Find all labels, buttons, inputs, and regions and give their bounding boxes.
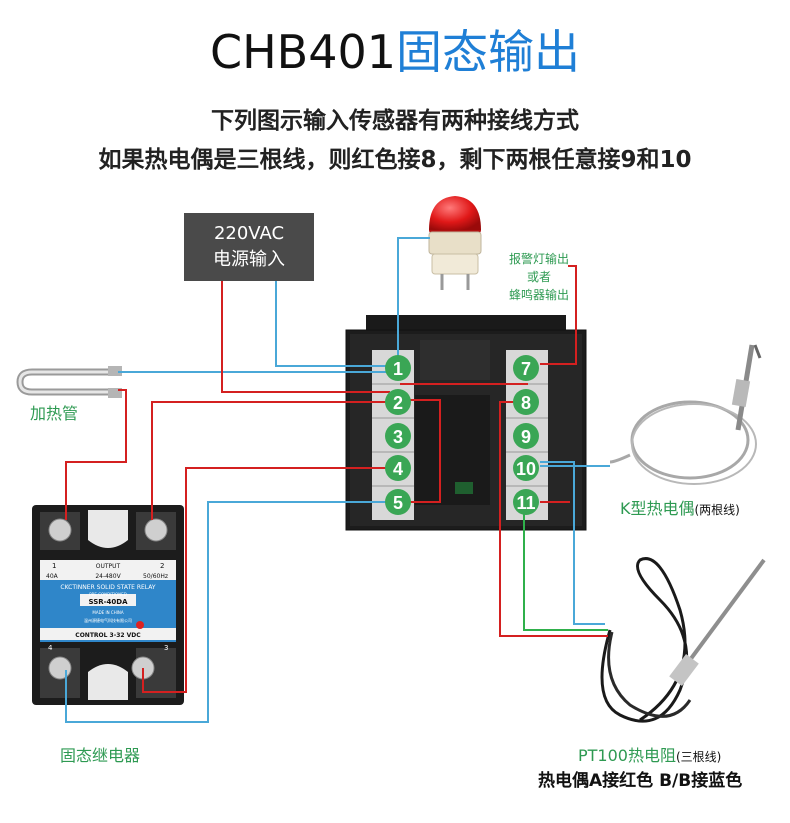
terminal-label-3: 3 — [393, 427, 403, 447]
terminal-label-7: 7 — [521, 359, 531, 379]
terminal-7 — [513, 355, 539, 381]
green-wires — [523, 514, 608, 631]
ssr-made-in: MADE IN CHINA — [92, 610, 123, 615]
power-voltage: 220VAC — [213, 223, 285, 244]
title-suffix: 固态输出 — [396, 25, 581, 79]
ssr-terminal-2: 2 — [160, 562, 164, 570]
ssr-spec-right: 50/60Hz — [143, 573, 168, 580]
terminal-label-1: 1 — [393, 359, 403, 379]
ssr-spec-mid: 24-480V — [95, 573, 121, 580]
terminal-1 — [385, 355, 411, 381]
subtitle-line-2: 如果热电偶是三根线，则红色接8，剩下两根任意接9和10 — [98, 147, 692, 173]
red-wires — [65, 265, 608, 693]
pt100-main: PT100热电阻 — [578, 746, 676, 765]
ssr-maker: 温州源捷电气科技有限公司 — [84, 617, 132, 623]
terminal-11 — [513, 489, 539, 515]
subtitle-line-1: 下列图示输入传感器有两种接线方式 — [211, 108, 579, 134]
power-label: 电源输入 — [213, 249, 285, 270]
ssr-label: 固态继电器 — [60, 746, 141, 765]
terminal-9 — [513, 423, 539, 449]
terminal-label-9: 9 — [521, 427, 531, 447]
power-input-box: 220VAC 电源输入 — [184, 213, 314, 281]
terminal-label-11: 11 — [516, 493, 535, 513]
solid-state-relay — [32, 505, 184, 705]
k-thermocouple-note: (两根线) — [694, 503, 740, 517]
ssr-terminal-1: 1 — [52, 562, 56, 570]
terminal-label-8: 8 — [521, 393, 531, 413]
terminal-5 — [385, 489, 411, 515]
title-model: CHB401 — [209, 25, 397, 79]
page-title: CHB401固态输出 — [0, 22, 790, 82]
terminal-3 — [385, 423, 411, 449]
ssr-terminal-3: 3 — [164, 644, 168, 652]
pt100-probe-icon — [600, 557, 766, 723]
terminal-label-2: 2 — [393, 393, 403, 413]
ssr-brand: CKCTINNER SOLID STATE RELAY — [60, 584, 156, 591]
alarm-label-line-2: 或者 — [526, 270, 551, 284]
ssr-spec-left: 40A — [46, 573, 59, 580]
ssr-control: CONTROL 3-32 VDC — [75, 632, 141, 639]
k-thermocouple-label: K型热电偶(两根线) — [620, 495, 740, 519]
terminal-4 — [385, 455, 411, 481]
ssr-terminal-4: 4 — [48, 644, 53, 652]
controller-body — [345, 315, 587, 531]
ssr-subbrand: PRE CONDITIONED — [89, 592, 127, 597]
terminal-label-4: 4 — [393, 459, 403, 479]
ssr-output-text: OUTPUT — [96, 563, 121, 570]
pt100-label: PT100热电阻(三根线) — [578, 742, 721, 766]
k-thermocouple-icon — [609, 344, 762, 485]
alarm-output-label: 报警灯输出 或者 蜂鸣器输出 — [494, 250, 584, 304]
wiring-note: 热电偶A接红色 B/B接蓝色 — [538, 771, 743, 791]
pt100-note: (三根线) — [675, 750, 722, 764]
k-thermocouple-main: K型热电偶 — [620, 499, 695, 518]
terminals-left — [385, 355, 411, 515]
terminal-label-5: 5 — [393, 493, 403, 513]
alarm-label-line-3: 蜂鸣器输出 — [508, 288, 569, 302]
terminals-right — [513, 355, 539, 515]
alarm-lamp-icon — [428, 196, 482, 290]
alarm-label-line-1: 报警灯输出 — [508, 252, 569, 266]
terminal-10 — [513, 455, 539, 481]
blue-wires — [65, 237, 610, 723]
heater-label: 加热管 — [30, 404, 79, 423]
heater-tube-icon — [16, 366, 122, 398]
terminal-8 — [513, 389, 539, 415]
terminal-label-10: 10 — [516, 459, 536, 479]
ssr-model: SSR-40DA — [88, 598, 128, 606]
terminal-2 — [385, 389, 411, 415]
